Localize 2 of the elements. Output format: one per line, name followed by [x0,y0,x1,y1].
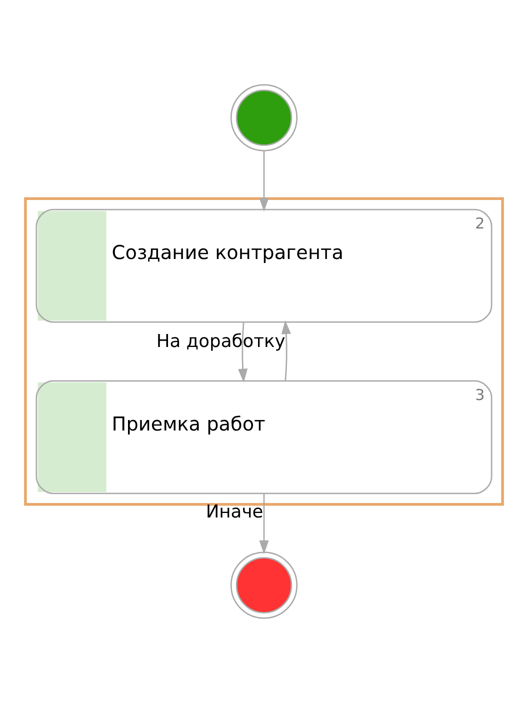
edge-label: На доработку [156,330,285,352]
edge-label: Иначе [205,501,263,522]
